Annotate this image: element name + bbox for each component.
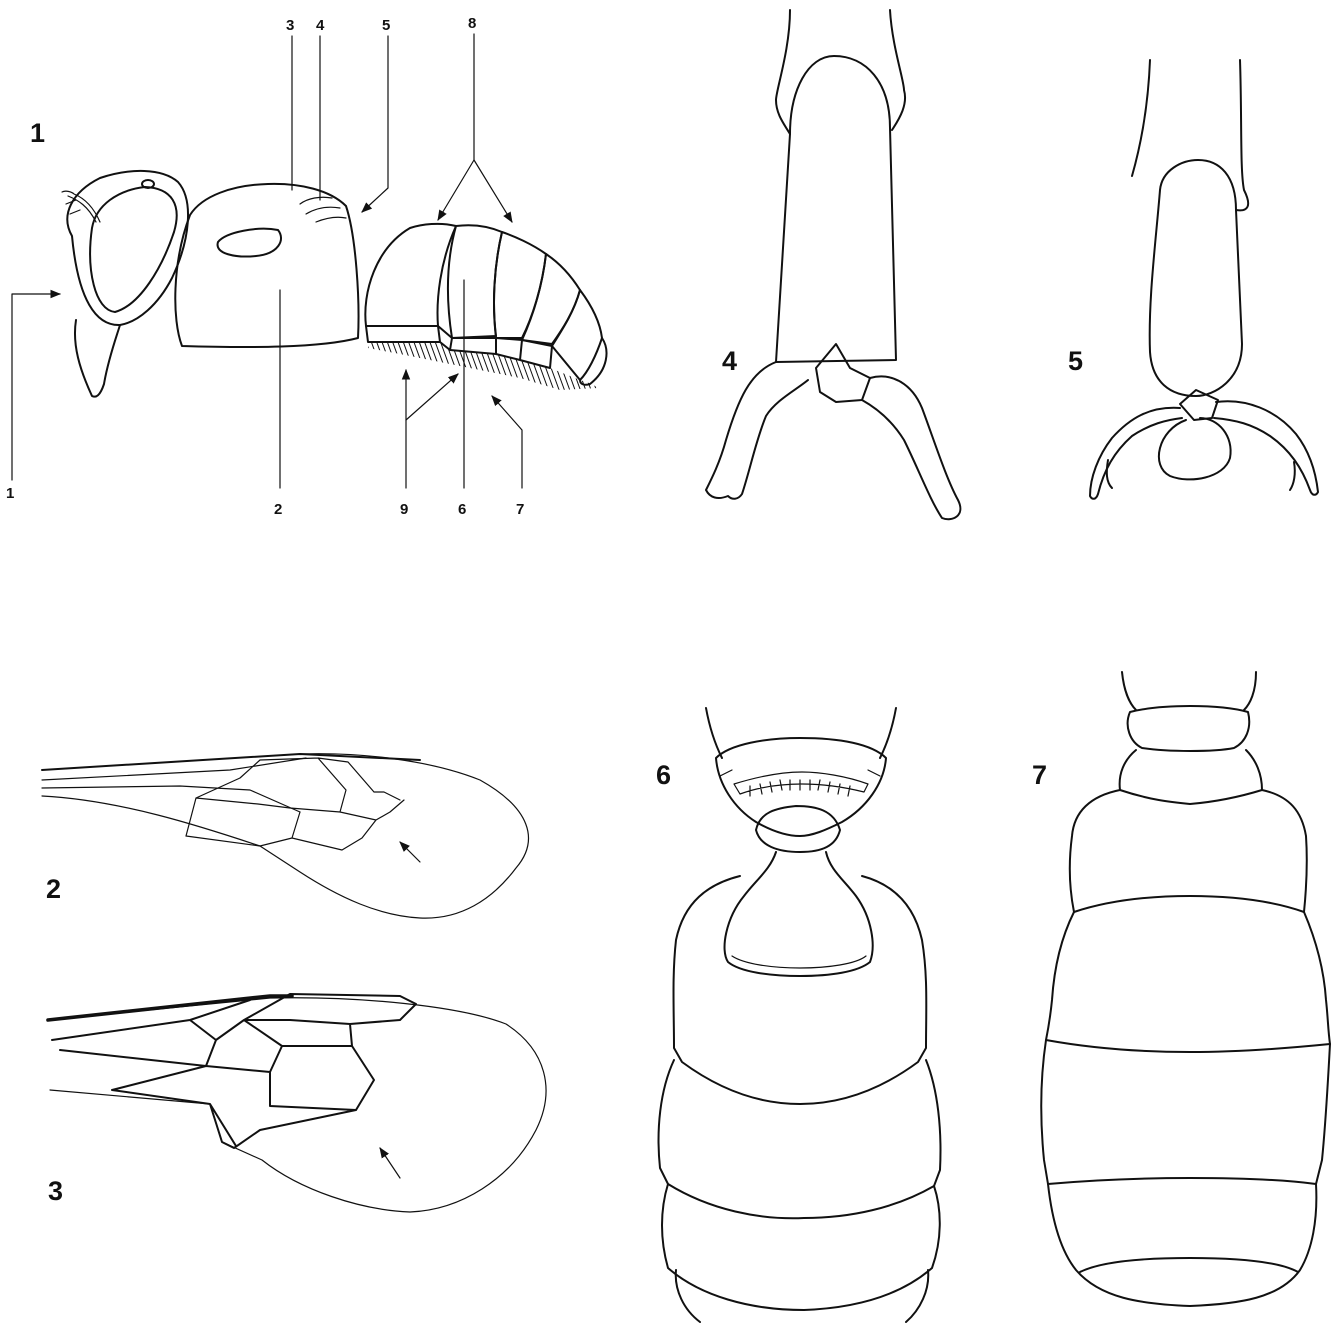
fig7-gaster-tergite-1 xyxy=(1070,790,1307,912)
thorax xyxy=(175,184,358,347)
head xyxy=(62,171,188,397)
wing-2-arrow xyxy=(400,842,420,862)
fig4-right-leg xyxy=(862,376,960,519)
callout-8: 8 xyxy=(468,15,476,32)
figure-7-gaster-dorsal: 7 xyxy=(1032,672,1330,1306)
fig6-propodeum xyxy=(716,738,886,836)
fig6-gaster-tergite-1 xyxy=(674,876,927,1104)
gaster-tergite-3 xyxy=(494,232,546,338)
figure-3-forewing: 3 xyxy=(48,994,546,1212)
figure-7-number: 7 xyxy=(1032,760,1047,790)
fig7-propodeum-sides xyxy=(1122,672,1256,710)
fig6-postpetiole xyxy=(725,852,873,976)
figure-6-number: 6 xyxy=(656,760,671,790)
gaster-tergite-1 xyxy=(365,224,456,326)
leader-8b xyxy=(474,160,512,222)
wing-3-arrow xyxy=(380,1148,400,1178)
fig6-propodeal-striae xyxy=(720,770,880,796)
fig5-gaster-base xyxy=(1159,418,1231,479)
fig4-petiole-node xyxy=(776,56,896,362)
wing-2-costa xyxy=(42,754,420,770)
figure-1-number: 1 xyxy=(30,118,45,148)
gaster-tergite-4 xyxy=(522,254,580,344)
fig4-propodeum-right xyxy=(890,10,905,130)
fig6-propodeum-sides xyxy=(706,708,896,758)
fig5-propodeum-left xyxy=(1132,60,1150,176)
callout-9: 9 xyxy=(400,501,408,518)
fig6-gaster-tergite-4 xyxy=(676,1270,929,1322)
figure-1-leader-lines xyxy=(12,34,522,488)
leader-7 xyxy=(492,396,522,488)
fig4-postpetiole xyxy=(816,344,870,402)
callout-1: 1 xyxy=(6,485,14,502)
callout-5: 5 xyxy=(382,17,390,34)
fig6-gaster-tergite-2 xyxy=(659,1060,941,1218)
fig5-propodeum-right xyxy=(1236,60,1248,210)
figure-3-number: 3 xyxy=(48,1176,63,1206)
wing-2-membrane xyxy=(42,754,528,918)
fig5-left-claw xyxy=(1090,408,1182,499)
fig6-postpetiole-margin xyxy=(732,956,866,968)
leader-5 xyxy=(362,36,388,212)
figure-4-number: 4 xyxy=(722,346,737,376)
fig4-left-leg xyxy=(706,362,808,499)
fig4-propodeum-left xyxy=(776,10,790,134)
wing-2-cells xyxy=(186,758,404,850)
head-capsule xyxy=(67,171,188,325)
fig7-postpetiole xyxy=(1120,750,1262,804)
leader-9b xyxy=(406,374,458,420)
wing-2-subcosta xyxy=(42,758,306,812)
fig7-gaster-tergite-2 xyxy=(1046,912,1330,1052)
wing-3-veins xyxy=(52,994,416,1148)
mesopleural-pit xyxy=(218,229,282,257)
fig7-petiole xyxy=(1128,706,1250,751)
callout-3: 3 xyxy=(286,17,294,34)
figure-2-forewing: 2 xyxy=(42,754,528,918)
figure-6-gaster-dorsal: 6 xyxy=(656,708,940,1322)
gaster-tergite-5 xyxy=(552,290,602,380)
figure-1-callout-labels: 1 2 3 4 5 6 7 8 9 xyxy=(6,15,524,518)
fig7-gaster-tergite-5 xyxy=(1080,1258,1298,1272)
figure-4-petiole: 4 xyxy=(706,10,960,519)
fig7-gaster-tergite-4 xyxy=(1048,1184,1316,1306)
fig7-gaster-tergite-3 xyxy=(1041,1040,1330,1184)
figure-2-number: 2 xyxy=(46,874,61,904)
figure-5-petiole: 5 xyxy=(1068,60,1318,499)
callout-4: 4 xyxy=(316,17,325,34)
figure-1-lateral-habitus: 1 xyxy=(6,15,606,518)
callout-6: 6 xyxy=(458,501,466,518)
gaster xyxy=(365,224,606,390)
sternal-pubescence xyxy=(368,342,598,390)
callout-2: 2 xyxy=(274,501,282,518)
callout-7: 7 xyxy=(516,501,524,518)
fig5-petiole-node xyxy=(1150,160,1242,396)
fig5-right-claw-tooth xyxy=(1290,462,1295,490)
mesosoma-outline xyxy=(175,184,358,347)
leader-8a xyxy=(438,34,474,220)
mouthparts xyxy=(75,320,120,397)
leader-1 xyxy=(12,294,60,480)
figure-5-number: 5 xyxy=(1068,346,1083,376)
